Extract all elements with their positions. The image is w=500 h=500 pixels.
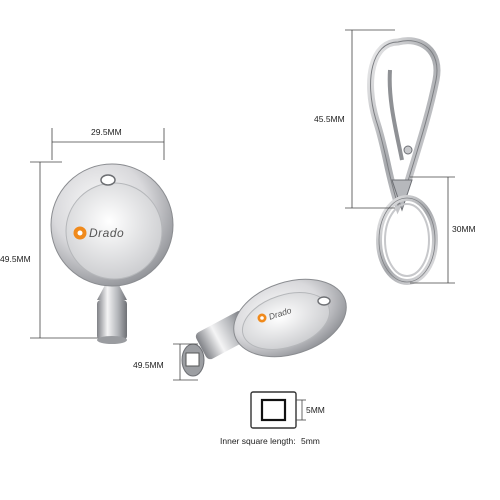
key-ring xyxy=(376,195,438,285)
key-height-label: 49.5MM xyxy=(0,254,31,264)
square-socket-icon xyxy=(185,352,200,367)
inner-square-detail xyxy=(250,391,306,429)
square-size-label: 5MM xyxy=(306,405,325,415)
carabiner-clip xyxy=(367,37,441,215)
caption-value: 5mm xyxy=(300,436,320,446)
clip-height-dimension xyxy=(345,29,395,209)
ring-height-dimension xyxy=(410,176,455,284)
caption-label: Inner square length: xyxy=(220,436,296,446)
key-angled-view xyxy=(181,278,347,377)
key-width-label: 29.5MM xyxy=(91,127,122,137)
socket-size-label: 49.5MM xyxy=(133,360,164,370)
socket-dimension xyxy=(173,343,198,381)
inner-square-caption: Inner square length: 5mm xyxy=(220,436,320,446)
key-front-view xyxy=(50,163,174,344)
key-height-dimension xyxy=(30,161,100,339)
brand-logo-text: Drado xyxy=(89,226,125,240)
key-width-dimension xyxy=(51,128,165,160)
clip-height-label: 45.5MM xyxy=(314,114,345,124)
ring-height-label: 30MM xyxy=(452,224,476,234)
inner-square-icon xyxy=(260,398,287,422)
